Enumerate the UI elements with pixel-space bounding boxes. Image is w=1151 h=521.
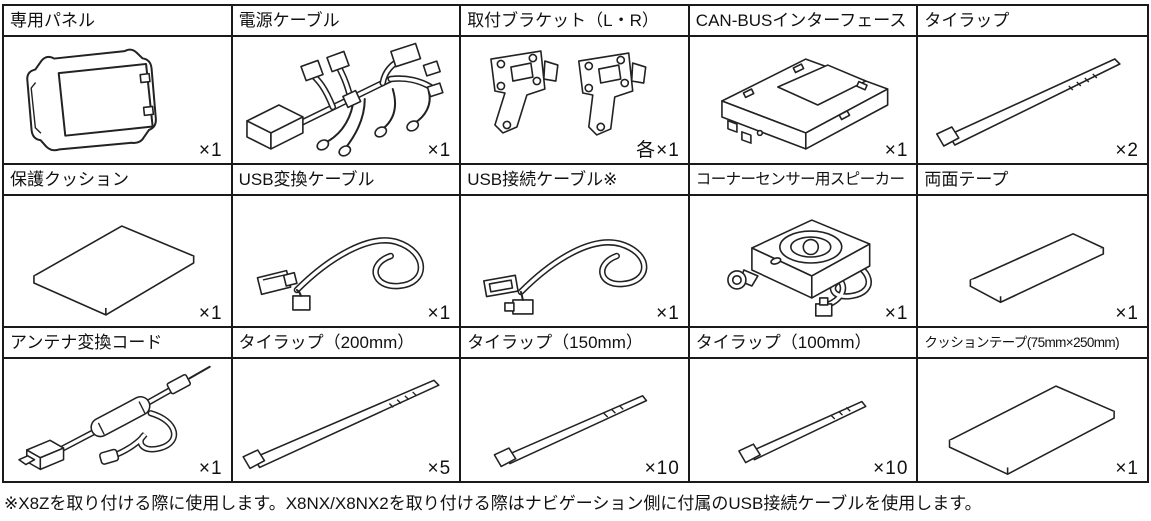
part-illustration-area: ×1 bbox=[233, 196, 460, 326]
part-quantity: ×1 bbox=[884, 140, 909, 161]
panel-icon bbox=[26, 48, 157, 152]
part-illustration-area: ×1 bbox=[690, 37, 917, 163]
cell-cable-tie: タイラップ ×2 bbox=[918, 6, 1147, 165]
part-illustration-area: ×1 bbox=[4, 359, 231, 481]
part-quantity: ×1 bbox=[1115, 458, 1139, 479]
part-name: 取付ブラケット（L・R） bbox=[461, 6, 688, 37]
cell-cushion-tape: クッションテープ(75mm×250mm) ×1 bbox=[918, 328, 1147, 481]
part-quantity: ×1 bbox=[427, 303, 452, 324]
part-name: タイラップ bbox=[918, 6, 1147, 37]
cell-usb-conversion-cable: USB変換ケーブル ×1 bbox=[232, 165, 462, 328]
part-illustration-area: ×1 bbox=[918, 359, 1147, 481]
part-quantity: ×10 bbox=[644, 458, 680, 479]
part-name: タイラップ（100mm） bbox=[689, 328, 917, 359]
part-name: コーナーセンサー用スピーカー bbox=[689, 165, 917, 196]
antenna-conversion-cord-icon bbox=[18, 365, 211, 471]
part-quantity: ×1 bbox=[198, 458, 223, 479]
part-illustration-area: ×10 bbox=[690, 359, 917, 481]
part-name: クッションテープ(75mm×250mm) bbox=[918, 328, 1147, 359]
cell-corner-sensor-speaker: コーナーセンサー用スピーカー bbox=[689, 165, 919, 328]
part-name: CAN-BUSインターフェース bbox=[689, 6, 917, 37]
part-quantity: ×5 bbox=[427, 458, 452, 479]
cable-tie-200-icon bbox=[241, 379, 440, 470]
part-illustration-area: ×1 bbox=[690, 196, 917, 326]
power-cable-icon bbox=[245, 42, 444, 157]
cell-canbus-interface: CAN-BUSインターフェース bbox=[689, 6, 919, 165]
part-name: 専用パネル bbox=[4, 6, 231, 37]
part-quantity: ×2 bbox=[1115, 140, 1139, 161]
part-name: 保護クッション bbox=[4, 165, 231, 196]
part-illustration-area: ×10 bbox=[461, 359, 688, 481]
cell-mounting-brackets: 取付ブラケット（L・R） bbox=[461, 6, 690, 165]
part-name: タイラップ（150mm） bbox=[461, 328, 688, 359]
usb-conversion-cable-icon bbox=[256, 237, 424, 311]
part-quantity: ×1 bbox=[656, 303, 680, 324]
cell-double-sided-tape: 両面テープ ×1 bbox=[918, 165, 1147, 328]
part-name: 両面テープ bbox=[918, 165, 1147, 196]
cell-antenna-conversion-cord: アンテナ変換コード bbox=[4, 328, 233, 481]
double-sided-tape-icon bbox=[969, 233, 1105, 304]
part-quantity: ×10 bbox=[873, 458, 909, 479]
cell-cable-tie-150: タイラップ（150mm） ×10 bbox=[461, 328, 690, 481]
cell-protective-cushion: 保護クッション ×1 bbox=[4, 165, 233, 328]
part-illustration-area: ×1 bbox=[461, 196, 688, 326]
part-quantity: ×1 bbox=[884, 303, 909, 324]
parts-table: 専用パネル ×1 電源ケーブル bbox=[2, 4, 1149, 483]
cable-tie-150-icon bbox=[493, 395, 648, 468]
cable-tie-icon bbox=[936, 58, 1121, 147]
cell-power-cable: 電源ケーブル bbox=[232, 6, 462, 165]
part-quantity: 各×1 bbox=[636, 140, 680, 161]
part-illustration-area: 各×1 bbox=[461, 37, 688, 163]
part-quantity: ×1 bbox=[1115, 303, 1139, 324]
part-illustration-area: ×1 bbox=[4, 37, 231, 163]
part-name: USB変換ケーブル bbox=[232, 165, 460, 196]
part-illustration-area: ×2 bbox=[918, 37, 1147, 163]
usb-connection-cable-icon bbox=[483, 239, 648, 315]
part-illustration-area: ×5 bbox=[233, 359, 460, 481]
cable-tie-100-icon bbox=[737, 400, 867, 464]
part-illustration-area: ×1 bbox=[4, 196, 231, 326]
part-quantity: ×1 bbox=[198, 303, 223, 324]
part-quantity: ×1 bbox=[198, 140, 223, 161]
part-illustration-area: ×1 bbox=[233, 37, 460, 163]
cell-dedicated-panel: 専用パネル ×1 bbox=[4, 6, 233, 165]
part-illustration-area: ×1 bbox=[918, 196, 1147, 326]
canbus-box-icon bbox=[720, 58, 889, 150]
part-quantity: ×1 bbox=[427, 140, 452, 161]
part-name: 電源ケーブル bbox=[232, 6, 460, 37]
corner-sensor-speaker-icon bbox=[726, 219, 872, 317]
part-name: タイラップ（200mm） bbox=[232, 328, 460, 359]
cushion-sheet-icon bbox=[33, 225, 195, 316]
cell-usb-connection-cable: USB接続ケーブル※ ×1 bbox=[461, 165, 690, 328]
part-name: USB接続ケーブル※ bbox=[461, 165, 688, 196]
cell-cable-tie-200: タイラップ（200mm） ×5 bbox=[232, 328, 462, 481]
cushion-tape-icon bbox=[949, 385, 1116, 475]
bracket-icon bbox=[490, 50, 647, 136]
cell-cable-tie-100: タイラップ（100mm） ×10 bbox=[689, 328, 919, 481]
footnote: ※X8Zを取り付ける際に使用します。X8NX/X8NX2を取り付ける際はナビゲー… bbox=[4, 494, 982, 513]
part-name: アンテナ変換コード bbox=[4, 328, 231, 359]
